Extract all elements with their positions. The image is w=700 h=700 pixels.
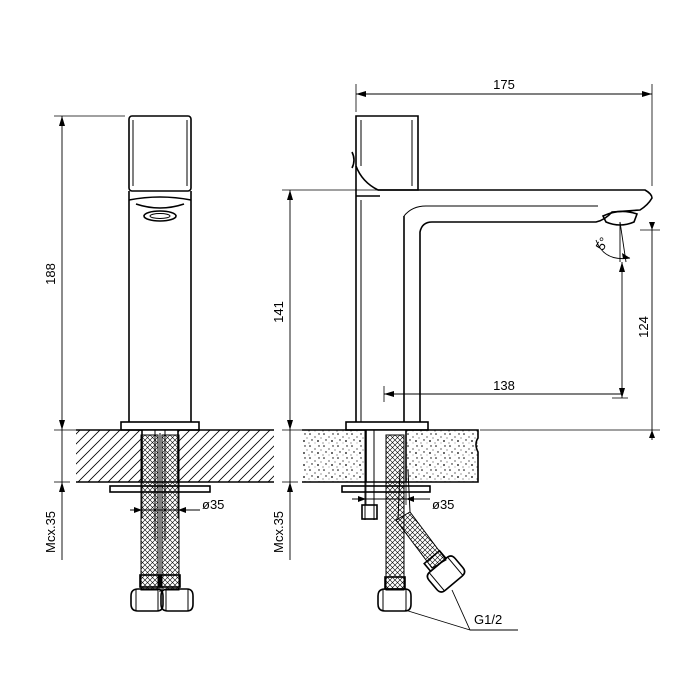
side-nut-angled xyxy=(426,555,466,593)
dim-thread-g12: G1/2 xyxy=(474,612,502,627)
side-nut-vertical xyxy=(377,588,412,612)
dim-diameter-right: ø35 xyxy=(432,497,454,512)
side-spout xyxy=(378,189,653,422)
dim-counter-left: Мсх.35 xyxy=(43,511,58,553)
side-handle xyxy=(355,115,419,191)
front-aerator xyxy=(128,196,192,201)
side-hose-vertical xyxy=(385,434,405,591)
side-hose-angled xyxy=(395,511,447,569)
side-base xyxy=(345,421,429,431)
dim-counter-right: Мсх.35 xyxy=(271,511,286,553)
dim-124: 124 xyxy=(636,316,651,338)
side-view: 175 141 Мсх.35 ø35 5° 124 xyxy=(271,77,660,631)
front-hose-right xyxy=(161,434,180,591)
front-handle xyxy=(128,115,192,192)
dim-188: 188 xyxy=(43,263,58,285)
dim-175: 175 xyxy=(493,77,515,92)
front-nut-right xyxy=(160,588,194,612)
dim-138: 138 xyxy=(493,378,515,393)
front-hose-left xyxy=(140,434,159,591)
side-aerator xyxy=(601,210,639,226)
front-nut-left xyxy=(130,588,164,612)
dim-diameter-left: ø35 xyxy=(202,497,224,512)
dim-141: 141 xyxy=(271,301,286,323)
front-view: 188 Мсх.35 ø35 xyxy=(43,115,274,612)
dim-angle-5: 5° xyxy=(592,235,611,253)
front-base xyxy=(120,421,200,431)
